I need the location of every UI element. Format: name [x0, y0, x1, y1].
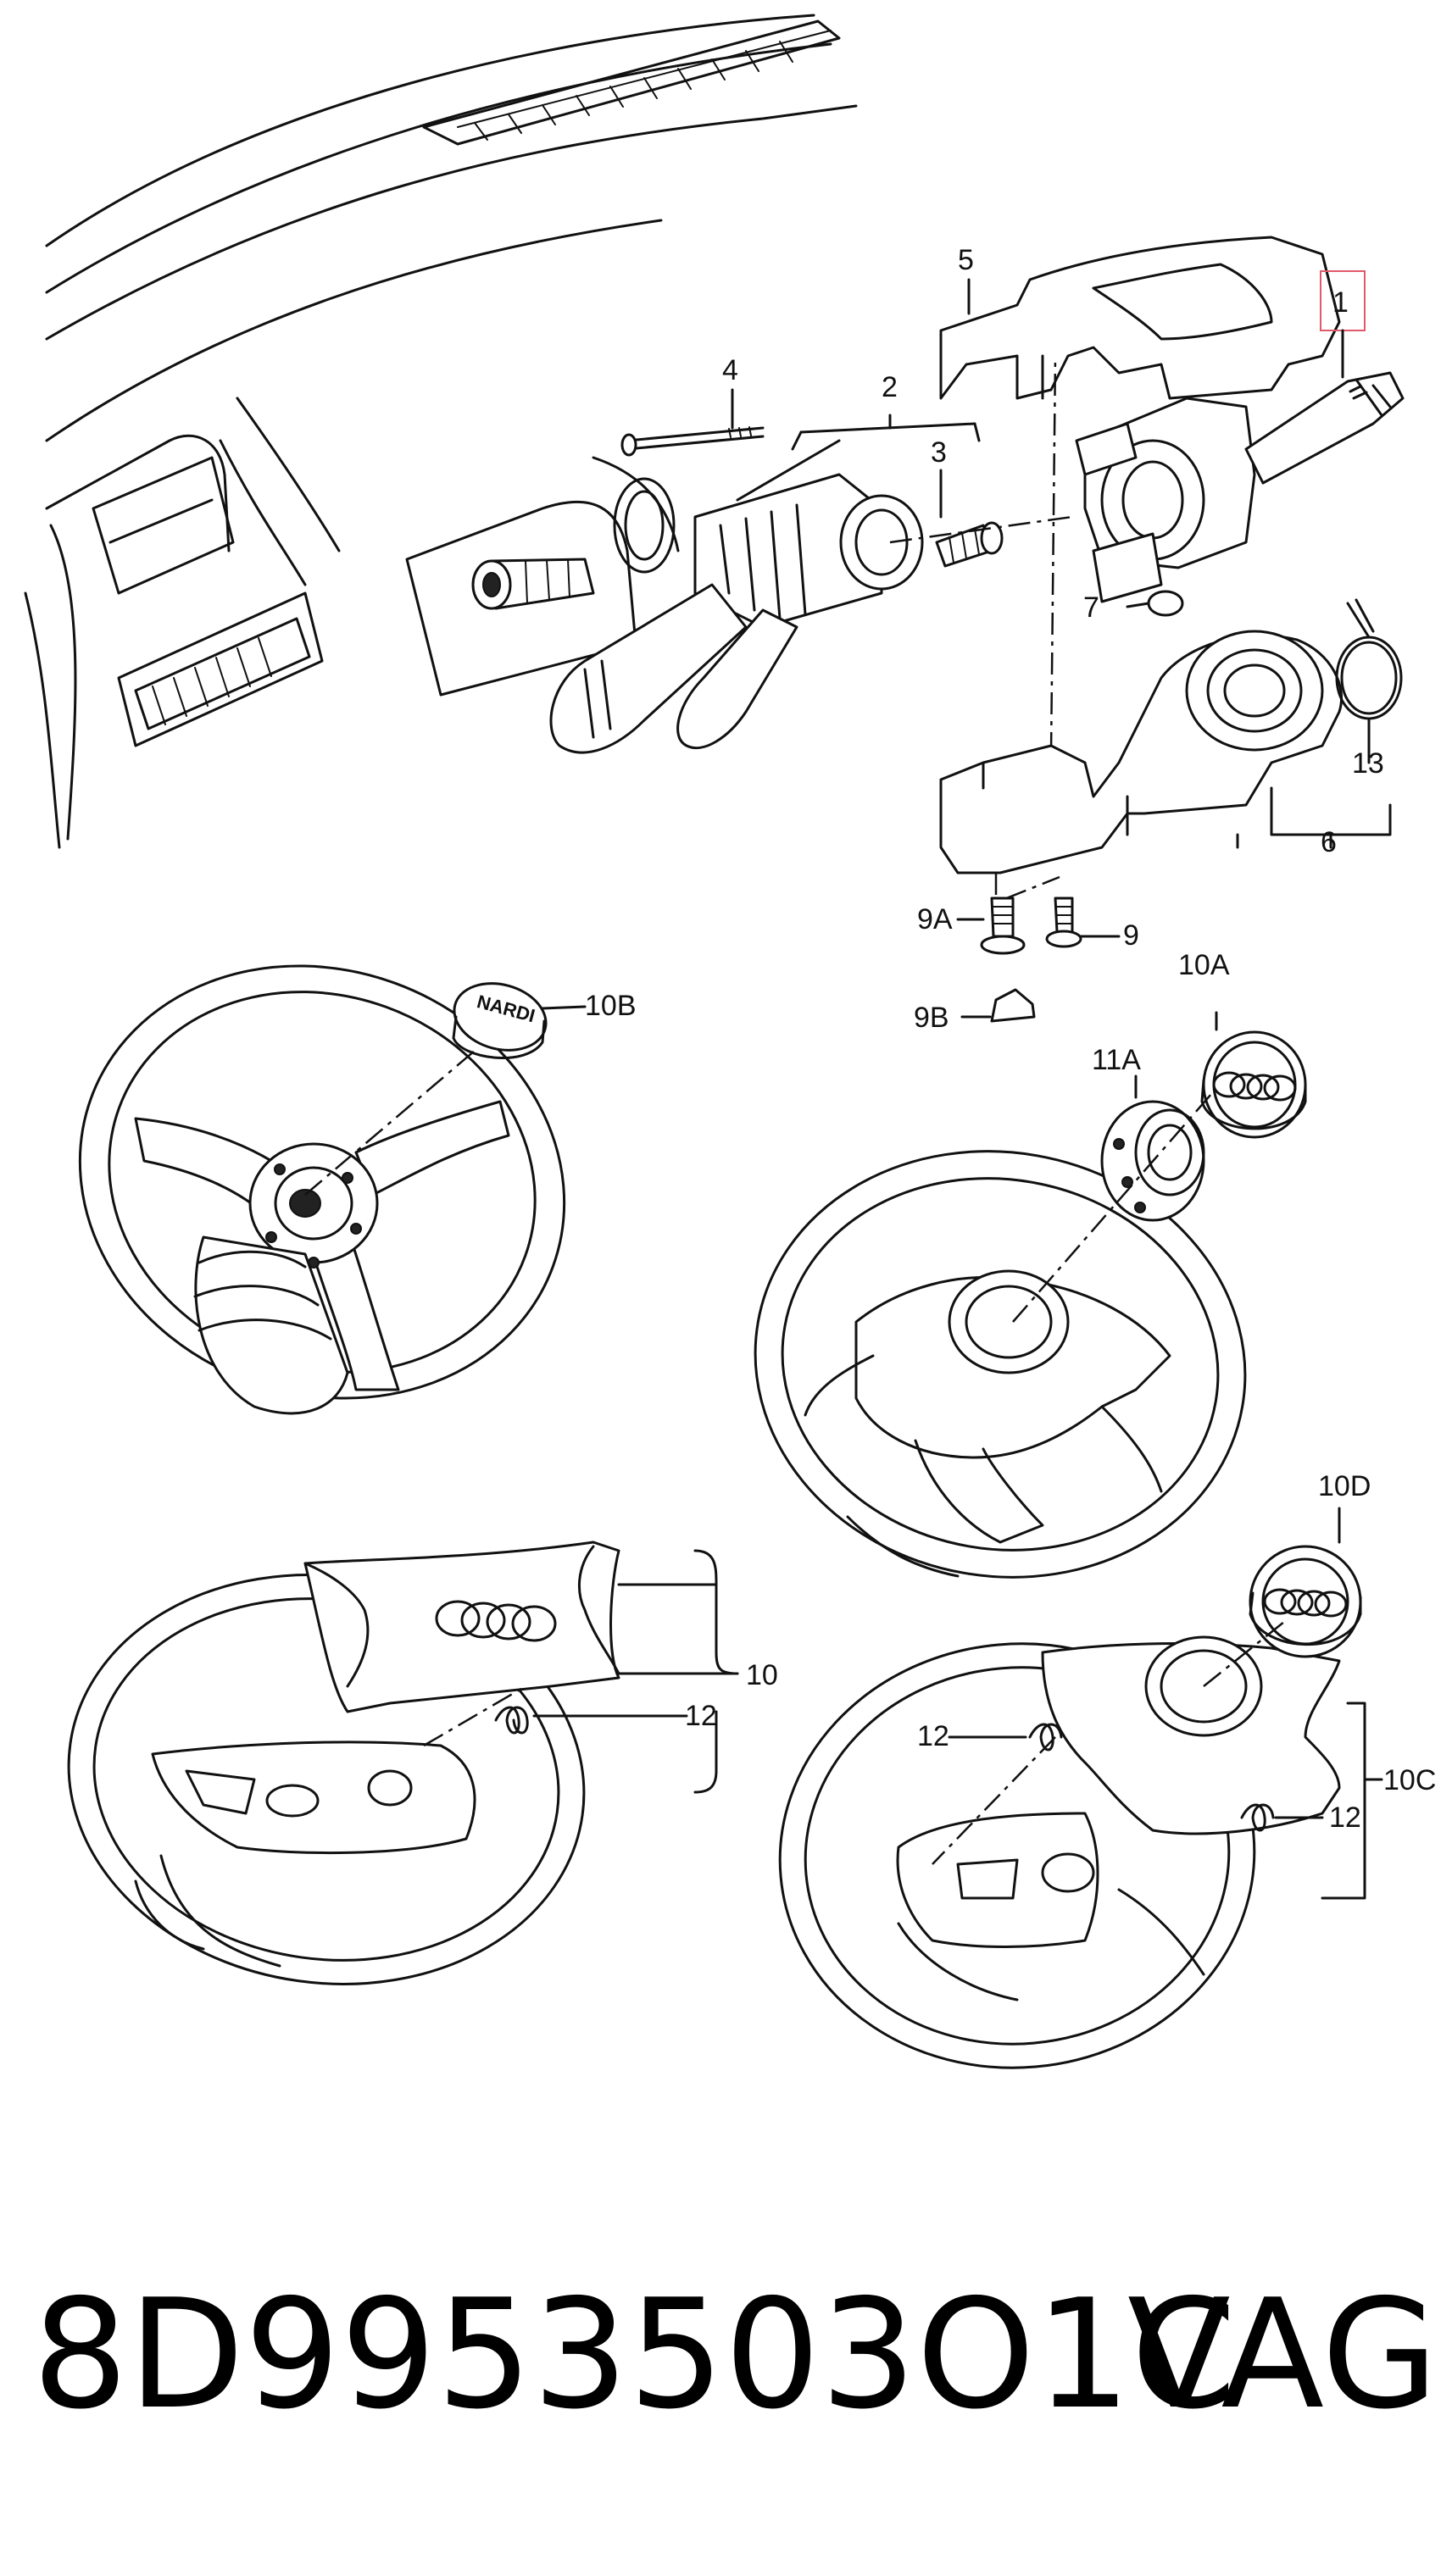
dashboard-drawing [24, 14, 858, 849]
diagram-canvas: 1 2 3 4 5 6 7 9 9A 9B 10 10A 10B 10C 10D… [24, 14, 1436, 2069]
combination-switch [1049, 355, 1405, 755]
callout-10d: 10D [1318, 1470, 1371, 1502]
callout-12-left: 12 [685, 1700, 717, 1732]
callout-2: 2 [882, 371, 898, 403]
wheel-sport [778, 1507, 1383, 2069]
callout-10c: 10C [1383, 1764, 1436, 1796]
callout-9: 9 [1123, 919, 1139, 952]
brand-name: VAG [1127, 2267, 1438, 2442]
callout-10: 10 [746, 1659, 778, 1691]
callout-9b: 9B [914, 1002, 949, 1034]
callout-4: 4 [722, 354, 738, 386]
callout-10b: 10B [585, 990, 637, 1022]
column-switch-assembly [549, 414, 1073, 754]
callout-12-middle: 12 [917, 1720, 949, 1752]
lower-shroud [939, 598, 1403, 874]
callout-13: 13 [1352, 747, 1384, 780]
callout-12-right: 12 [1329, 1802, 1361, 1834]
callout-9a: 9A [917, 903, 953, 935]
wheel-four-spoke [754, 1011, 1307, 1579]
upper-shroud [939, 236, 1341, 400]
callout-1: 1 [1332, 286, 1349, 319]
screws [956, 873, 1121, 1023]
callout-labels: 1 2 3 4 5 6 7 9 9A 9B 10 10A 10B 10C 10D… [475, 244, 1436, 1834]
callout-6: 6 [1321, 826, 1337, 858]
callout-5: 5 [958, 244, 974, 276]
callout-3: 3 [931, 436, 947, 469]
wheel-nardi [78, 964, 587, 1415]
part-number: 8D9953503O1C [32, 2267, 1237, 2442]
callout-7: 7 [1083, 591, 1099, 624]
callout-11a: 11A [1092, 1044, 1141, 1076]
wheel-pad [67, 1541, 739, 1985]
callout-10a: 10A [1178, 949, 1230, 981]
